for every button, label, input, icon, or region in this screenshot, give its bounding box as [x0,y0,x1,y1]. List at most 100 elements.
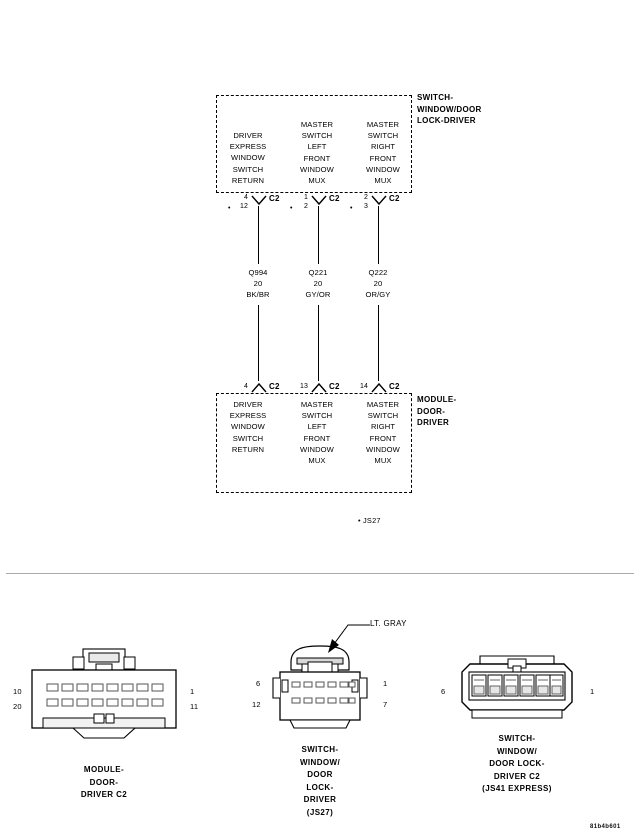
conn3-caption: SWITCH- WINDOW/ DOOR LOCK- DRIVER C2 (JS… [437,733,597,796]
bottom-terminal-desc-1: DRIVER EXPRESS WINDOW SWITCH RETURN [205,399,291,455]
top-connector-name-1: C2 [269,194,280,203]
switch-window-door-lock-driver-box [216,95,412,193]
bottom-connector-name-3: C2 [389,382,400,391]
wire-gauge: 20 [253,279,263,289]
conn2-pin-top-left: 6 [256,679,261,688]
title-line-1: SWITCH- [417,93,454,102]
desc-line: SWITCH [367,131,399,141]
wire-gauge: 20 [373,279,383,289]
title-line-3: LOCK-DRIVER [417,116,476,125]
bullet-marker: • [290,205,293,212]
desc-line: MUX [308,456,326,466]
caption-line: WINDOW/ [496,746,538,756]
wire-segment-upper-3 [378,206,379,264]
conn2-pin-bottom-right: 7 [383,700,388,709]
desc-line: FRONT [303,433,331,443]
module-door-driver-box [216,393,412,493]
bottom-terminal-desc-2: MASTER SWITCH LEFT FRONT WINDOW MUX [274,399,360,466]
wire-segment-lower-2 [318,305,319,381]
title-line-2: DOOR- [417,406,446,416]
section-divider [6,573,634,574]
lt-gray-callout-label: LT. GRAY [370,619,407,628]
connector-view-module-door-driver-c2 [31,648,177,739]
wire-segment-lower-3 [378,305,379,381]
wire-circuit: Q994 [248,268,268,277]
reference-note: • JS27 [358,516,381,525]
caption-line: (JS41 EXPRESS) [482,784,552,793]
desc-line: WINDOW [366,164,400,174]
connector-symbol-top-2 [311,195,327,206]
desc-line: RETURN [231,175,265,185]
caption-line: LOCK- [306,782,334,792]
bottom-terminal-desc-3: MASTER SWITCH RIGHT FRONT WINDOW MUX [340,399,426,466]
module-door-driver-title: MODULE- DOOR- DRIVER [417,394,456,429]
top-pin-lower-2: 2 [304,203,308,210]
bullet-marker: • [350,205,353,212]
desc-line: EXPRESS [229,411,267,421]
wire-segment-lower-1 [258,305,259,381]
conn2-caption: SWITCH- WINDOW/ DOOR LOCK- DRIVER (JS27) [250,744,390,819]
caption-line: DOOR- [89,777,119,787]
caption-line: WINDOW/ [299,757,341,767]
bottom-connector-name-2: C2 [329,382,340,391]
connector-symbol-bottom-3 [371,382,387,393]
desc-line: SWITCH [301,131,333,141]
bottom-pin-1: 4 [244,383,248,390]
connector-view-switch-window-door-lock-driver [272,645,368,729]
desc-line: SWITCH [367,411,399,421]
caption-line: DRIVER C2 [80,790,128,799]
connector-symbol-bottom-2 [311,382,327,393]
connector-symbol-top-3 [371,195,387,206]
desc-line: SWITCH [232,433,264,443]
desc-line: MASTER [300,400,334,409]
wire-label-3: Q222 20 OR/GY [335,267,421,301]
wire-segment-upper-2 [318,206,319,264]
desc-line: MASTER [366,400,400,409]
top-terminal-desc-3: MASTER SWITCH RIGHT FRONT WINDOW MUX [340,119,426,186]
desc-line: WINDOW [366,444,400,454]
desc-line: WINDOW [231,422,265,432]
conn3-pin-right: 1 [590,687,595,696]
connector-symbol-top-1 [251,195,267,206]
desc-line: WINDOW [300,164,334,174]
conn1-caption: MODULE- DOOR- DRIVER C2 [24,764,184,802]
bottom-connector-name-1: C2 [269,382,280,391]
desc-line: MASTER [300,120,334,129]
top-pin-upper-2: 1 [304,194,308,201]
wire-segment-upper-1 [258,206,259,264]
title-line-1: MODULE- [417,395,457,404]
connector-symbol-bottom-1 [251,382,267,393]
desc-line: FRONT [369,153,397,163]
conn1-pin-bottom-left: 20 [13,702,22,711]
top-connector-name-2: C2 [329,194,340,203]
desc-line: WINDOW [231,153,265,163]
title-line-2: WINDOW/DOOR [417,104,482,114]
desc-line: DRIVER [233,400,263,409]
conn1-pin-top-right: 1 [190,687,195,696]
switch-window-door-lock-driver-title: SWITCH- WINDOW/DOOR LOCK-DRIVER [417,92,482,127]
desc-line: DRIVER [233,131,263,140]
conn1-pin-top-left: 10 [13,687,22,696]
wire-color: BK/BR [246,290,270,300]
bullet-marker: • [228,205,231,212]
wire-gauge: 20 [313,279,323,289]
desc-line: FRONT [303,153,331,163]
caption-line: SWITCH- [498,734,536,743]
desc-line: MUX [374,176,392,186]
desc-line: EXPRESS [229,142,267,152]
wire-circuit: Q221 [308,268,328,277]
top-pin-lower-3: 3 [364,203,368,210]
diagram-id-code: 81b4b601 [590,824,621,830]
top-connector-name-3: C2 [389,194,400,203]
bottom-pin-3: 14 [360,383,368,390]
desc-line: MUX [308,176,326,186]
bottom-pin-2: 13 [300,383,308,390]
title-line-3: DRIVER [417,418,450,427]
top-terminal-desc-1: DRIVER EXPRESS WINDOW SWITCH RETURN [205,130,291,186]
top-pin-lower-1: 12 [240,203,248,210]
desc-line: LEFT [307,142,327,152]
top-terminal-desc-2: MASTER SWITCH LEFT FRONT WINDOW MUX [274,119,360,186]
wire-label-2: Q221 20 GY/OR [275,267,361,301]
wire-label-1: Q994 20 BK/BR [215,267,301,301]
